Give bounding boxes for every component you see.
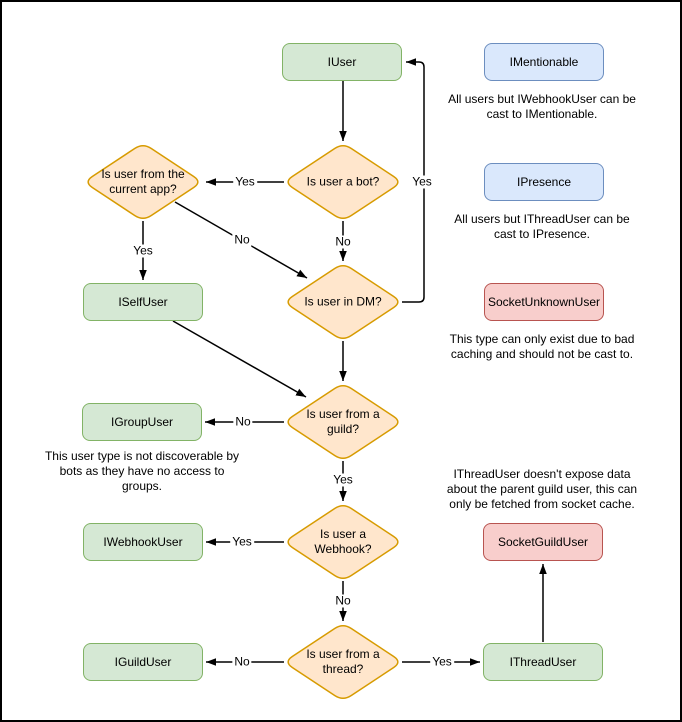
- note-ipresence: All users but IThreadUser can be cast to…: [422, 212, 662, 242]
- edge-label-guild-no: No: [233, 414, 253, 429]
- note-line: All users but IWebhookUser can be: [448, 92, 636, 106]
- note-line: cast to IMentionable.: [486, 107, 598, 121]
- edge-iselfuser-to-is-guild: [172, 320, 307, 398]
- edge-label-dm-yes: Yes: [410, 174, 434, 189]
- edge-label-guild-yes: Yes: [331, 472, 355, 487]
- node-imentionable: IMentionable: [484, 43, 604, 81]
- note-line: about the parent guild user, this can: [446, 482, 638, 496]
- node-iuser-label: IUser: [327, 55, 357, 69]
- edge-label-current-app-no: No: [232, 232, 252, 247]
- note-line: cast to IPresence.: [493, 227, 591, 241]
- node-socketguilduser: SocketGuildUser: [483, 523, 603, 561]
- note-line: caching and should not be cast to.: [450, 347, 634, 361]
- note-ithreaduser: IThreadUser doesn't expose data about th…: [422, 467, 662, 512]
- decision-is-current-app-label: Is user from the current app?: [101, 167, 185, 196]
- node-socketguilduser-label: SocketGuildUser: [497, 535, 589, 549]
- note-line: All users but IThreadUser can be: [454, 212, 630, 226]
- decision-is-guild-label: Is user from a guild?: [306, 407, 380, 436]
- decision-is-bot-label: Is user a bot?: [306, 174, 380, 189]
- decision-is-thread-label: Is user from a thread?: [306, 647, 380, 676]
- note-igroupuser: This user type is not discoverable by bo…: [22, 449, 262, 494]
- node-socketunknownuser-label: SocketUnknownUser: [487, 295, 601, 309]
- node-igroupuser: IGroupUser: [82, 403, 202, 441]
- note-socketunknownuser: This type can only exist due to bad cach…: [422, 332, 662, 362]
- edge-label-webhook-no: No: [333, 593, 353, 608]
- node-ithreaduser-label: IThreadUser: [509, 655, 577, 669]
- note-imentionable: All users but IWebhookUser can be cast t…: [422, 92, 662, 122]
- edge-label-bot-yes: Yes: [233, 174, 257, 189]
- node-iselfuser: ISelfUser: [83, 283, 203, 321]
- node-iguilduser-label: IGuildUser: [114, 655, 172, 669]
- note-line: bots as they have no access to: [59, 464, 225, 478]
- node-imentionable-label: IMentionable: [509, 55, 579, 69]
- note-line: groups.: [121, 479, 163, 493]
- edge-label-webhook-yes: Yes: [230, 534, 254, 549]
- node-iuser: IUser: [282, 43, 402, 81]
- decision-is-dm-label: Is user in DM?: [304, 294, 382, 309]
- decision-is-webhook-label: Is user a Webhook?: [314, 527, 372, 556]
- node-socketunknownuser: SocketUnknownUser: [484, 283, 604, 321]
- node-igroupuser-label: IGroupUser: [110, 415, 174, 429]
- note-line: This type can only exist due to bad: [449, 332, 635, 346]
- node-ipresence-label: IPresence: [516, 175, 572, 189]
- edge-label-thread-yes: Yes: [430, 654, 454, 669]
- edge-label-thread-no: No: [232, 654, 252, 669]
- note-line: This user type is not discoverable by: [44, 449, 240, 463]
- note-line: only be fetched from socket cache.: [449, 497, 635, 511]
- note-line: IThreadUser doesn't expose data: [453, 467, 631, 481]
- node-ipresence: IPresence: [484, 163, 604, 201]
- node-iguilduser: IGuildUser: [83, 643, 203, 681]
- node-iselfuser-label: ISelfUser: [118, 295, 168, 309]
- edge-label-current-app-yes: Yes: [131, 243, 155, 258]
- node-iwebhookuser: IWebhookUser: [83, 523, 203, 561]
- node-iwebhookuser-label: IWebhookUser: [103, 535, 183, 549]
- node-ithreaduser: IThreadUser: [483, 643, 603, 681]
- edge-label-bot-no: No: [333, 234, 353, 249]
